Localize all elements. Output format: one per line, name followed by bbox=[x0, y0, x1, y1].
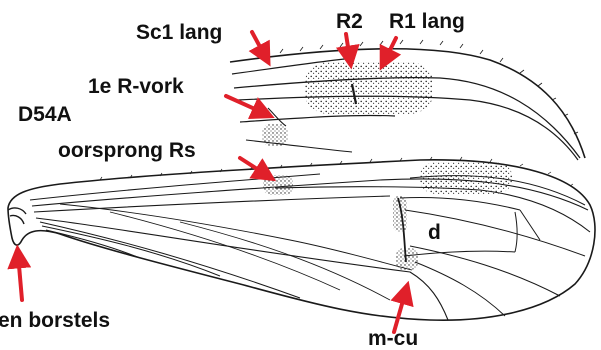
vein-r4-5 bbox=[240, 115, 395, 122]
vein-m3 bbox=[415, 262, 505, 316]
discal-cell-upper bbox=[400, 198, 520, 211]
vein-m-upper bbox=[246, 140, 352, 152]
vein-extra-1 bbox=[110, 212, 340, 290]
distal-stigma-spot bbox=[420, 162, 512, 194]
arrow-m-cu bbox=[394, 290, 406, 332]
arrow-r2 bbox=[346, 34, 350, 60]
label-sc1: Sc1 lang bbox=[136, 22, 222, 43]
vein-anal-1 bbox=[42, 226, 220, 276]
vein-extra-2 bbox=[180, 222, 390, 300]
arrow-r1 bbox=[384, 38, 396, 62]
arrow-rs-origin bbox=[240, 158, 268, 176]
main-wing bbox=[8, 157, 595, 320]
label-cell-d: d bbox=[428, 222, 441, 243]
arrow-bristles bbox=[18, 254, 22, 300]
discal-cell-lower bbox=[404, 251, 515, 256]
m-cu-spot-lower bbox=[396, 248, 418, 270]
basal-bristle-tuft bbox=[8, 208, 26, 224]
label-bristles: en borstels bbox=[0, 310, 110, 331]
arrow-sc1 bbox=[252, 32, 266, 58]
wing-diagram: Sc1 lang R2 R1 lang 1e R-vork D54A oorsp… bbox=[0, 0, 601, 339]
vein-media-stem bbox=[34, 196, 390, 212]
rs-origin-spot bbox=[263, 175, 293, 195]
m-cu-spot-upper bbox=[393, 196, 407, 232]
wing-illustration bbox=[0, 0, 601, 339]
upper-wing-fragment bbox=[230, 40, 585, 160]
label-r-fork: 1e R-vork bbox=[88, 76, 184, 97]
r-fork-spot bbox=[262, 124, 288, 146]
label-rs-origin: oorsprong Rs bbox=[58, 140, 196, 161]
vein-anal-3 bbox=[60, 204, 412, 270]
label-r2: R2 bbox=[336, 11, 363, 32]
label-specimen-code: D54A bbox=[18, 104, 72, 125]
stigma-spot bbox=[305, 62, 433, 114]
label-r1: R1 lang bbox=[389, 11, 465, 32]
discal-cell-end bbox=[515, 212, 517, 252]
vein-rs-stem bbox=[268, 108, 286, 126]
vein-cubitus bbox=[36, 218, 448, 320]
vein-cu2 bbox=[40, 222, 300, 298]
